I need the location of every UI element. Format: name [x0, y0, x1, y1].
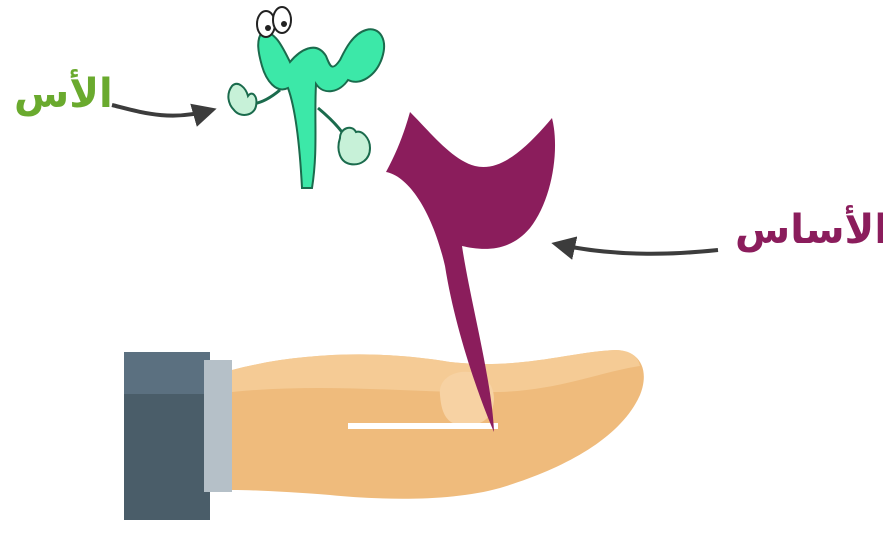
shirt-cuff: [204, 360, 232, 492]
hand-illustration: [124, 350, 644, 520]
sleeve-highlight: [124, 352, 210, 394]
exponent-digit-character: [228, 7, 384, 188]
finger-line: [348, 423, 498, 429]
base-label: الأساس: [735, 210, 883, 250]
right-pupil: [281, 21, 287, 27]
thumbs-up-hand: [338, 128, 370, 165]
exponent-arrow: [112, 105, 212, 116]
base-arrow: [556, 244, 718, 254]
left-pupil: [265, 25, 271, 31]
right-eye: [273, 7, 291, 33]
peace-hand: [228, 84, 256, 115]
left-eye: [257, 11, 275, 37]
exponent-digit-shape: [258, 29, 384, 188]
exponent-label: الأس: [14, 74, 113, 114]
